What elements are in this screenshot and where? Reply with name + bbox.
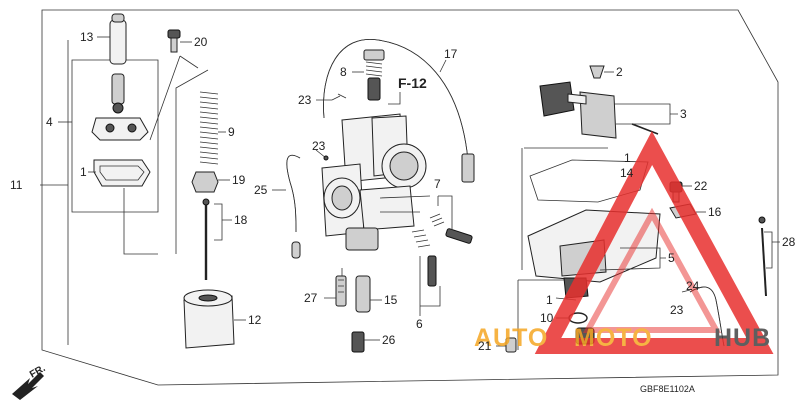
part-8-starter-valve bbox=[363, 49, 385, 101]
part-28-drain-screw bbox=[758, 216, 767, 297]
callout-1-top: 1 bbox=[80, 165, 87, 179]
part-20-screw bbox=[167, 29, 181, 53]
callout-23-mid: 23 bbox=[312, 139, 326, 153]
part-4-cap-assembly bbox=[91, 73, 149, 141]
part-7-screw-set bbox=[429, 213, 473, 244]
part-2-screw bbox=[589, 65, 605, 79]
bracket-4 bbox=[71, 59, 159, 213]
part-24-drain-tube bbox=[689, 286, 725, 347]
direction-label: FR. bbox=[28, 363, 48, 381]
callout-25: 25 bbox=[254, 183, 268, 197]
part-12-throttle-valve bbox=[183, 289, 235, 349]
part-19-nut bbox=[191, 171, 219, 193]
callout-1-bowl: 1 bbox=[624, 151, 631, 165]
callout-23-bowl: 23 bbox=[670, 303, 684, 317]
diagram-frame bbox=[41, 9, 779, 386]
callout-20: 20 bbox=[194, 35, 208, 49]
part-25-hose bbox=[286, 154, 301, 259]
callout-24: 24 bbox=[686, 279, 700, 293]
callout-28: 28 bbox=[782, 235, 796, 249]
callout-15: 15 bbox=[384, 293, 398, 307]
part-26-slow-jet bbox=[351, 331, 365, 353]
bracket-11 bbox=[40, 40, 69, 345]
part-15-needle-jet bbox=[355, 275, 371, 313]
callout-19: 19 bbox=[232, 173, 246, 187]
callout-23-top: 23 bbox=[298, 93, 312, 107]
callout-18: 18 bbox=[234, 213, 248, 227]
callout-27: 27 bbox=[304, 291, 318, 305]
drawing-code: GBF8E1102A bbox=[640, 384, 695, 394]
callout-16: 16 bbox=[708, 205, 722, 219]
watermark-triangle-icon bbox=[534, 131, 774, 354]
callout-22: 22 bbox=[694, 179, 708, 193]
callout-6: 6 bbox=[416, 317, 423, 331]
part-3-float bbox=[539, 81, 659, 139]
callout-14: 14 bbox=[620, 166, 634, 180]
part-18-jet-needle bbox=[202, 198, 210, 280]
callout-3: 3 bbox=[680, 107, 687, 121]
part-6-pilot-screw bbox=[411, 229, 437, 287]
part-carburetor-body bbox=[321, 113, 431, 251]
callout-10: 10 bbox=[540, 311, 554, 325]
callout-12: 12 bbox=[248, 313, 262, 327]
part-9-spring bbox=[199, 91, 219, 165]
watermark-logo: AUTO MOTO HUB bbox=[474, 131, 774, 354]
callout-5: 5 bbox=[668, 251, 675, 265]
part-1-gasket-top bbox=[93, 159, 151, 187]
callout-9: 9 bbox=[228, 125, 235, 139]
part-13-filter bbox=[109, 13, 127, 65]
callout-4: 4 bbox=[46, 115, 53, 129]
callout-7: 7 bbox=[434, 177, 441, 191]
callout-11: 11 bbox=[10, 178, 23, 192]
callout-2: 2 bbox=[616, 65, 623, 79]
callout-26: 26 bbox=[382, 333, 396, 347]
part-17-cable bbox=[323, 38, 475, 183]
callout-17: 17 bbox=[444, 47, 458, 61]
callout-8: 8 bbox=[340, 65, 347, 79]
callout-21: 21 bbox=[478, 339, 492, 353]
watermark-text-moto: MOTO bbox=[574, 324, 653, 352]
bracket-float-bowl bbox=[517, 147, 608, 350]
figure-ref: F-12 bbox=[398, 75, 427, 91]
callout-13: 13 bbox=[80, 30, 94, 44]
part-21-screw bbox=[505, 337, 517, 353]
direction-arrow-icon bbox=[12, 372, 44, 400]
part-27-main-jet bbox=[335, 275, 347, 307]
watermark-text-auto: AUTO bbox=[474, 324, 548, 352]
watermark-text-hub: HUB bbox=[714, 324, 771, 352]
callout-1-plug: 1 bbox=[546, 293, 553, 307]
part-1-float-bowl-gasket bbox=[529, 159, 649, 203]
